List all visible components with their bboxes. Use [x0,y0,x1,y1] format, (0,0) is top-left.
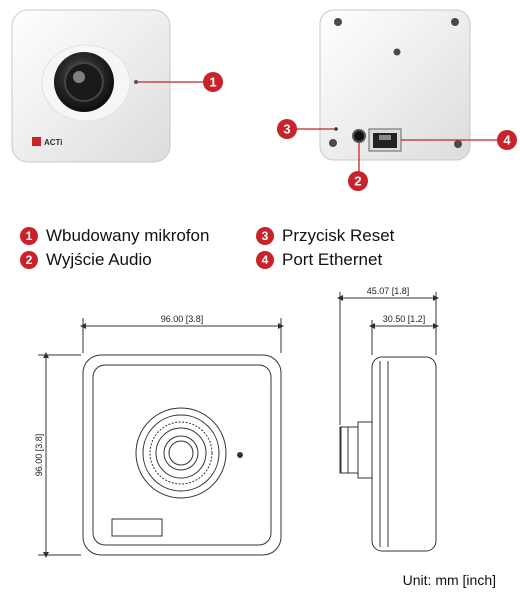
front-photo: ACTi [11,9,171,163]
audio-out-jack [352,129,366,143]
callout-2-num: 2 [354,174,361,189]
legend-label-1: Wbudowany mikrofon [46,226,210,245]
screw-hole [454,140,462,148]
unit-note: Unit: mm [inch] [402,572,496,588]
microphone [134,80,138,84]
callout-3 [277,119,297,139]
legend-label-2: Wyjście Audio [46,250,152,269]
screw-hole [451,18,459,26]
legend-item-4: 4 Port Ethernet [256,250,382,270]
screw-hole [334,18,342,26]
legend-badge-4: 4 [256,251,274,269]
svg-text:ACTi: ACTi [44,138,63,147]
callout-4 [497,130,517,150]
side-view-drawing [337,292,439,552]
callout-4-num: 4 [503,133,511,148]
callout-1 [203,72,223,92]
back-photo [319,9,471,161]
dim-front-width: 96.00 [3.8] [161,314,204,324]
callout-1-num: 1 [209,75,216,90]
legend-label-3: Przycisk Reset [282,226,395,245]
legend-item-2: 2 Wyjście Audio [20,250,152,270]
legend-item-3: 3 Przycisk Reset [256,226,394,246]
callout-3-num: 3 [283,122,290,137]
dim-side-total-depth: 45.07 [1.8] [367,286,410,296]
dim-front-height: 96.00 [3.8] [34,434,44,477]
dim-side-body-depth: 30.50 [1.2] [383,314,426,324]
legend-badge-1: 1 [20,227,38,245]
reset-button [334,127,338,131]
legend-label-4: Port Ethernet [282,250,383,269]
legend-badge-2: 2 [20,251,38,269]
callout-2 [348,171,368,191]
acti-logo: ACTi [32,137,63,147]
screw-hole [393,48,401,56]
legend-item-1: 1 Wbudowany mikrofon [20,226,209,246]
front-view-drawing [38,318,284,558]
screw-hole [329,139,337,147]
legend-badge-3: 3 [256,227,274,245]
